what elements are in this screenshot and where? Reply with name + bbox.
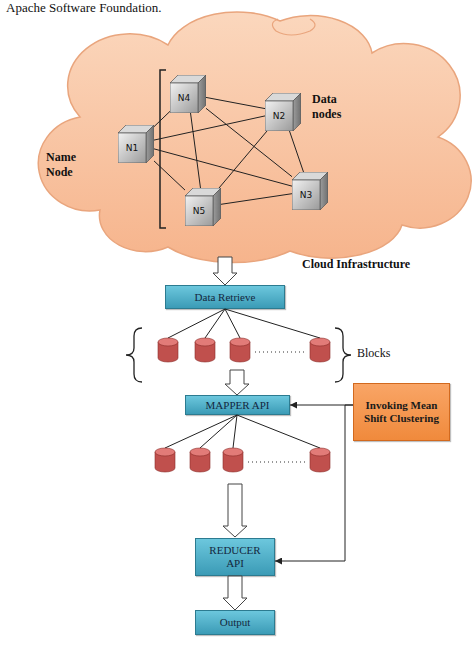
cloud-shape [40,5,450,257]
right-brace [335,328,351,382]
data-node-server: N3 [292,172,328,210]
node-id: N5 [185,196,213,226]
box-text: MAPPER API [206,399,270,412]
network-link [221,194,292,205]
cube-side [320,172,328,210]
box-text: Output [220,616,251,629]
cloud-title: Cloud Infrastructure [302,257,410,272]
node-id: N1 [118,133,146,163]
api-box: MAPPER API [185,395,290,415]
network-link [206,108,292,176]
block-fan-lines [165,309,320,448]
cloud-outline [38,12,471,262]
network-link [154,116,265,140]
group-label: Blocks [357,346,417,361]
node-id: N2 [265,101,293,131]
data-block-cylinder [155,338,330,472]
box-text: Data Retrieve [195,291,256,304]
name-node-server: N1 [118,125,154,163]
node-bracket [160,70,166,228]
network-link [219,131,267,188]
network-link [191,113,201,188]
cube-side [146,125,154,163]
flow-arrow [275,405,353,561]
api-box: REDUCER API [195,538,275,576]
cube-front [170,83,198,113]
data-node-server: N5 [185,188,221,226]
output-box: Output [195,610,275,635]
group-label: Data nodes [312,92,352,122]
network-link [154,111,170,126]
cloud-swirl [272,19,315,35]
block-arrow [213,257,237,285]
node-id: N4 [170,83,198,113]
cloud-infrastructure: N4N2N1N3N5Cloud Infrastructure [40,5,450,257]
process-box: Data Retrieve [165,285,285,309]
cube-front [292,180,320,210]
block-arrow [223,484,247,537]
network-link [154,149,292,186]
cube-front [118,133,146,163]
cube-side [293,93,301,131]
network-link [154,161,185,190]
ellipsis-dots [248,352,306,462]
clustering-box: Invoking Mean Shift Clustering [353,383,450,441]
cube-side [198,75,206,113]
cube-front [185,196,213,226]
left-brace [126,328,142,382]
data-node-server: N2 [265,93,301,131]
network-link [206,97,265,108]
node-id: N3 [292,180,320,210]
box-text: REDUCER API [208,544,262,569]
group-label: Name Node [46,150,86,180]
block-arrow [223,576,247,610]
block-arrow [225,370,249,395]
source-note: Apache Software Foundation. [6,0,226,16]
network-link [289,131,303,172]
data-node-server: N4 [170,75,206,113]
box-text: Invoking Mean Shift Clustering [360,399,443,424]
flow-arrow [290,405,353,406]
cube-side [213,188,221,226]
cube-front [265,101,293,131]
